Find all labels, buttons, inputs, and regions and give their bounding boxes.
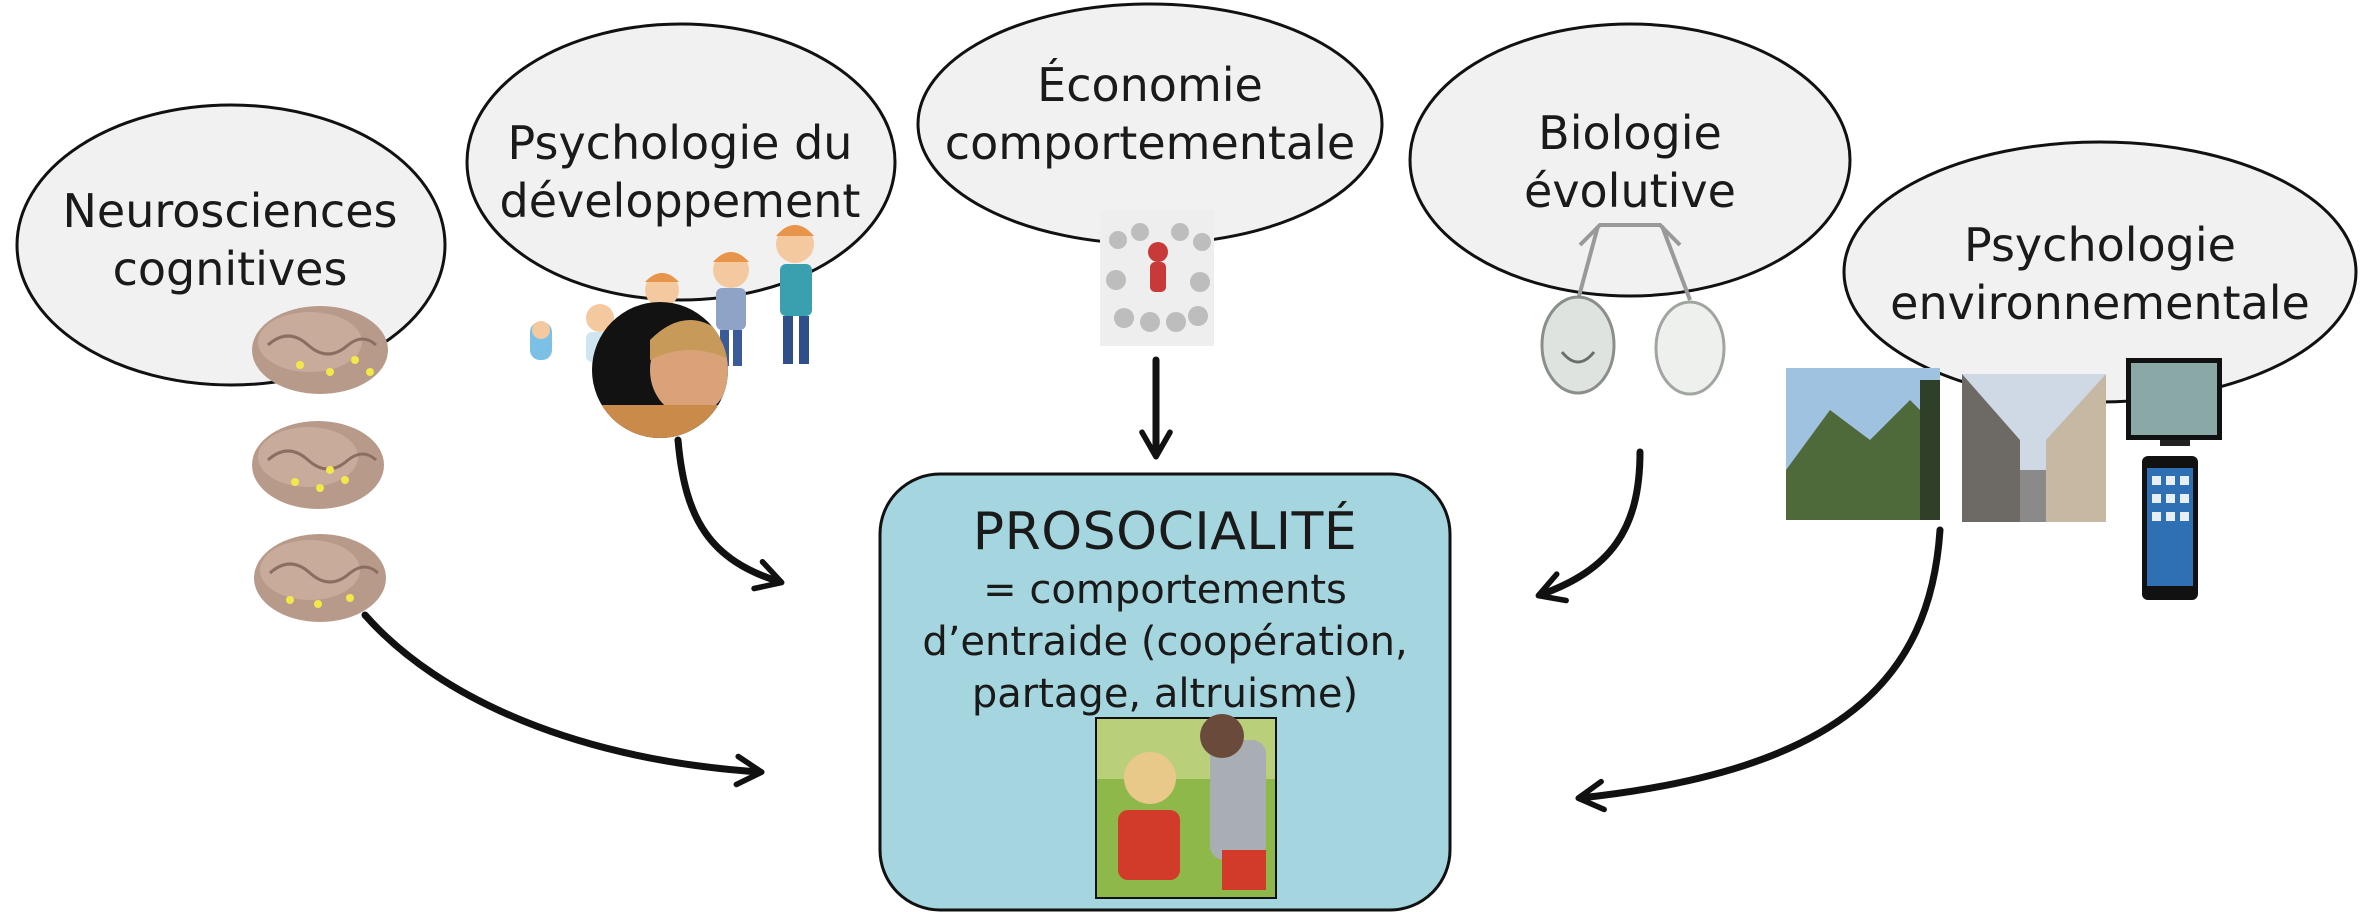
label-biologie-line1: Biologie	[1538, 106, 1722, 160]
skull-comparison-icon	[1540, 223, 1726, 396]
label-environnementale: Psychologie environnementale	[1880, 214, 2320, 334]
children-comforting-photo	[1095, 714, 1277, 899]
prosocialite-box	[878, 472, 1452, 912]
label-neurosciences-line1: Neurosciences	[62, 184, 398, 238]
street-photo	[1962, 374, 2106, 522]
arrow-neurosciences	[361, 611, 765, 788]
label-developpement-line1: Psychologie du	[507, 116, 853, 170]
smartphone-icon	[2142, 456, 2198, 600]
arrow-biologie	[1535, 448, 1644, 604]
label-economie-line2: comportementale	[944, 116, 1356, 170]
arrow-developpement	[674, 436, 785, 592]
label-neurosciences: Neurosciences cognitives	[40, 180, 420, 300]
label-developpement: Psychologie du développement	[480, 112, 880, 232]
prosocialite-desc-line2: d’entraide (coopération,	[922, 619, 1408, 665]
label-economie: Économie comportementale	[930, 54, 1370, 174]
mountain-photo	[1786, 368, 1940, 520]
prosocialite-desc-line1: = comportements	[983, 567, 1347, 613]
arrow-environnementale	[1575, 526, 1944, 813]
bubble-biologie	[1408, 22, 1852, 298]
brain-icon-1	[252, 306, 388, 394]
brain-icon-3	[254, 534, 386, 622]
label-environnementale-line1: Psychologie	[1964, 218, 2236, 272]
prosocialite-title: PROSOCIALITÉ	[972, 502, 1358, 562]
label-biologie: Biologie évolutive	[1430, 102, 1830, 222]
child-photo-circle	[592, 302, 728, 438]
label-economie-line1: Économie	[1037, 58, 1263, 112]
crowd-icon	[1100, 210, 1214, 346]
brain-icon-2	[252, 421, 384, 509]
prosocialite-desc-line3: partage, altruisme)	[971, 671, 1359, 717]
label-neurosciences-line2: cognitives	[112, 242, 348, 296]
monitor-icon	[2126, 358, 2222, 446]
label-developpement-line2: développement	[499, 174, 861, 228]
label-environnementale-line2: environnementale	[1890, 276, 2310, 330]
label-biologie-line2: évolutive	[1524, 164, 1736, 218]
prosocialite-text: PROSOCIALITÉ = comportements d’entraide …	[880, 500, 1450, 720]
